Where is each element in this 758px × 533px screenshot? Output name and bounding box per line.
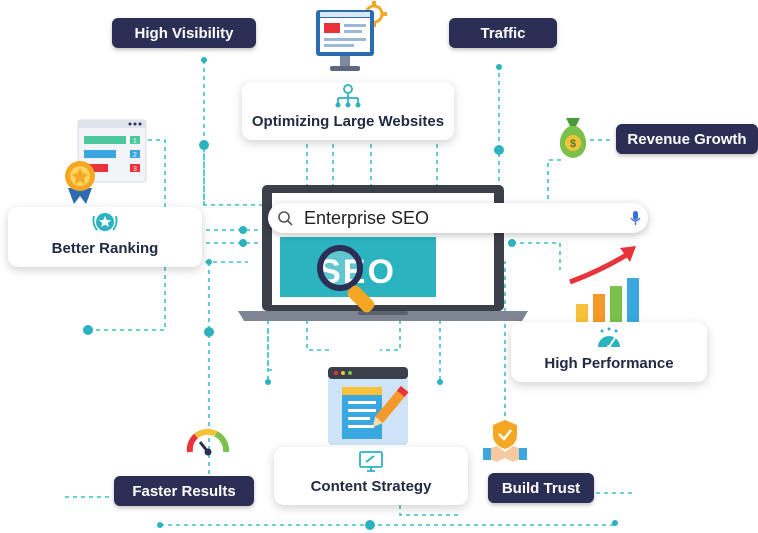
rank-badge-2: 2 bbox=[133, 152, 137, 159]
magnifier-icon bbox=[317, 245, 375, 313]
optimizing-label: Optimizing Large Websites bbox=[251, 113, 445, 130]
monitor-edit-icon bbox=[359, 451, 383, 472]
high-performance-card: High Performance bbox=[511, 322, 707, 382]
content-strategy-card: Content Strategy bbox=[274, 447, 468, 505]
rank-badge-1: 1 bbox=[133, 138, 137, 145]
traffic-label: Traffic bbox=[449, 18, 557, 48]
dollar-sign: $ bbox=[570, 138, 576, 150]
pencil-icon bbox=[372, 385, 409, 428]
growth-bars-icon bbox=[569, 246, 639, 322]
gauge-icon bbox=[186, 428, 230, 456]
better-ranking-label: Better Ranking bbox=[51, 240, 159, 257]
ranking-board-icon: 1 2 3 bbox=[65, 119, 147, 204]
handshake-shield-icon bbox=[483, 420, 527, 462]
money-bag-icon: $ bbox=[559, 118, 587, 158]
revenue-growth-label: Revenue Growth bbox=[616, 124, 758, 154]
award-medal-icon bbox=[65, 161, 95, 204]
faster-results-label: Faster Results bbox=[114, 476, 254, 506]
optimizing-card: Optimizing Large Websites bbox=[242, 82, 454, 140]
high-visibility-label: High Visibility bbox=[112, 18, 256, 48]
browser-doc-icon bbox=[328, 367, 409, 445]
content-strategy-label: Content Strategy bbox=[310, 478, 432, 495]
speedometer-icon bbox=[598, 327, 620, 349]
search-query[interactable]: Enterprise SEO bbox=[304, 207, 430, 228]
monitor-gear-icon bbox=[316, 1, 387, 71]
better-ranking-card: Better Ranking bbox=[8, 207, 202, 267]
microphone-icon[interactable] bbox=[624, 208, 648, 228]
star-badge-icon bbox=[92, 213, 118, 231]
build-trust-label: Build Trust bbox=[488, 473, 594, 503]
search-icon bbox=[278, 211, 293, 226]
high-performance-label: High Performance bbox=[544, 355, 674, 372]
search-bar[interactable]: Enterprise SEO bbox=[268, 203, 648, 233]
rank-badge-3: 3 bbox=[133, 166, 137, 173]
network-icon bbox=[335, 84, 361, 108]
